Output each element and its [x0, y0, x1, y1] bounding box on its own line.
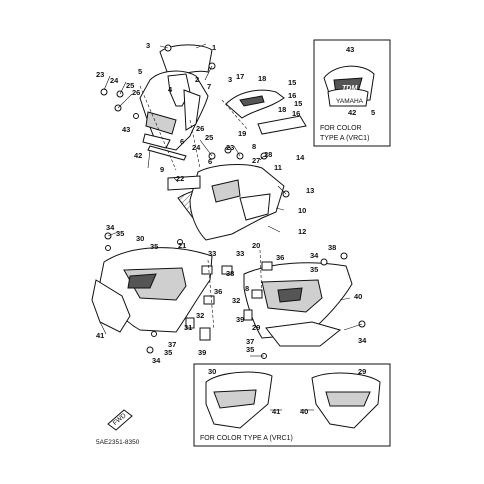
callout-1: 1 [212, 43, 216, 52]
callout-16: 16 [288, 91, 296, 100]
callout-43: 43 [346, 45, 354, 54]
callout-26: 26 [132, 88, 140, 97]
callout-30: 30 [136, 234, 144, 243]
callout-9: 9 [160, 165, 164, 174]
diagram-code: 5AE2351-8350 [96, 439, 140, 446]
callout-34: 34 [152, 356, 161, 365]
callout-35: 35 [246, 345, 254, 354]
callout-35: 35 [116, 229, 124, 238]
hardware [100, 44, 366, 359]
callout-3: 3 [146, 41, 150, 50]
callout-3: 3 [228, 75, 232, 84]
callout-43: 43 [122, 125, 130, 134]
callout-38: 38 [328, 243, 336, 252]
callout-18: 18 [278, 105, 286, 114]
callout-18: 18 [258, 74, 266, 83]
upper-cowling [139, 70, 209, 161]
callout-25: 25 [126, 81, 134, 90]
inset-top-logo: TDM [342, 85, 357, 92]
callout-40: 40 [354, 292, 362, 301]
callout-8: 8 [252, 142, 256, 151]
callout-7: 7 [207, 82, 211, 91]
callout-42: 42 [134, 151, 142, 160]
callout-6: 6 [208, 157, 212, 166]
callout-39: 39 [198, 348, 206, 357]
inset-top: TDM YAMAHA FOR COLOR TYPE A (VRC1) [313, 39, 391, 147]
callout-labels: 1 2 3 3 4 5 5 6 6 7 8 8 9 10 11 12 13 14… [96, 41, 375, 416]
callout-23: 23 [96, 70, 104, 79]
callout-22: 22 [176, 174, 184, 183]
callout-42: 42 [348, 108, 356, 117]
callout-35: 35 [164, 348, 172, 357]
callout-34: 34 [310, 251, 319, 260]
callout-35: 35 [310, 265, 318, 274]
callout-24: 24 [110, 76, 119, 85]
callout-36: 36 [214, 287, 222, 296]
callout-41: 41 [96, 331, 104, 340]
callout-26: 26 [196, 124, 204, 133]
callout-4: 4 [168, 85, 173, 94]
callout-41: 41 [272, 407, 280, 416]
side-cowl-left [91, 247, 213, 333]
callout-10: 10 [298, 206, 306, 215]
callout-37: 37 [168, 340, 176, 349]
side-cowl-right [243, 262, 353, 347]
callout-15: 15 [288, 78, 296, 87]
callout-35: 35 [150, 242, 158, 251]
callout-24: 24 [192, 143, 201, 152]
callout-20: 20 [252, 241, 260, 250]
callout-32: 32 [232, 296, 240, 305]
callout-38: 38 [226, 269, 234, 278]
callout-5: 5 [371, 108, 375, 117]
callout-19: 19 [238, 129, 246, 138]
callout-5: 5 [138, 67, 142, 76]
callout-15: 15 [294, 99, 302, 108]
callout-34: 34 [358, 336, 367, 345]
callout-17: 17 [236, 72, 244, 81]
inset-bottom-caption: FOR COLOR TYPE A (VRC1) [200, 435, 293, 442]
callout-31: 31 [184, 323, 192, 332]
callout-30: 30 [208, 367, 216, 376]
center-bracket [167, 73, 201, 131]
side-panel-right [225, 89, 307, 135]
callout-34: 34 [106, 223, 115, 232]
callout-12: 12 [298, 227, 306, 236]
callout-6: 6 [180, 137, 184, 146]
callout-27: 27 [252, 156, 260, 165]
callout-36: 36 [276, 253, 284, 262]
callout-28: 28 [264, 150, 272, 159]
callout-21: 21 [178, 241, 186, 250]
callout-2: 2 [195, 75, 199, 84]
callout-25: 25 [205, 133, 213, 142]
callout-33: 33 [236, 249, 244, 258]
callout-14: 14 [296, 153, 305, 162]
callout-33: 33 [208, 249, 216, 258]
callout-37: 37 [246, 337, 254, 346]
inset-top-caption-2: TYPE A (VRC1) [320, 135, 369, 142]
inset-bottom: FOR COLOR TYPE A (VRC1) [193, 363, 391, 447]
leader-lines [99, 45, 363, 357]
inset-top-brand: YAMAHA [336, 98, 364, 105]
front-direction-marker: FWD [107, 409, 133, 431]
callout-32: 32 [196, 311, 204, 320]
callout-11: 11 [274, 163, 282, 172]
callout-39: 39 [236, 315, 244, 324]
callout-29: 29 [358, 367, 366, 376]
callout-8: 8 [245, 284, 249, 293]
inset-top-caption-1: FOR COLOR [320, 125, 362, 132]
callout-23: 23 [226, 143, 234, 152]
callout-40: 40 [300, 407, 308, 416]
inner-cowling [167, 164, 285, 241]
callout-16: 16 [292, 109, 300, 118]
callout-13: 13 [306, 186, 314, 195]
callout-29: 29 [252, 323, 260, 332]
